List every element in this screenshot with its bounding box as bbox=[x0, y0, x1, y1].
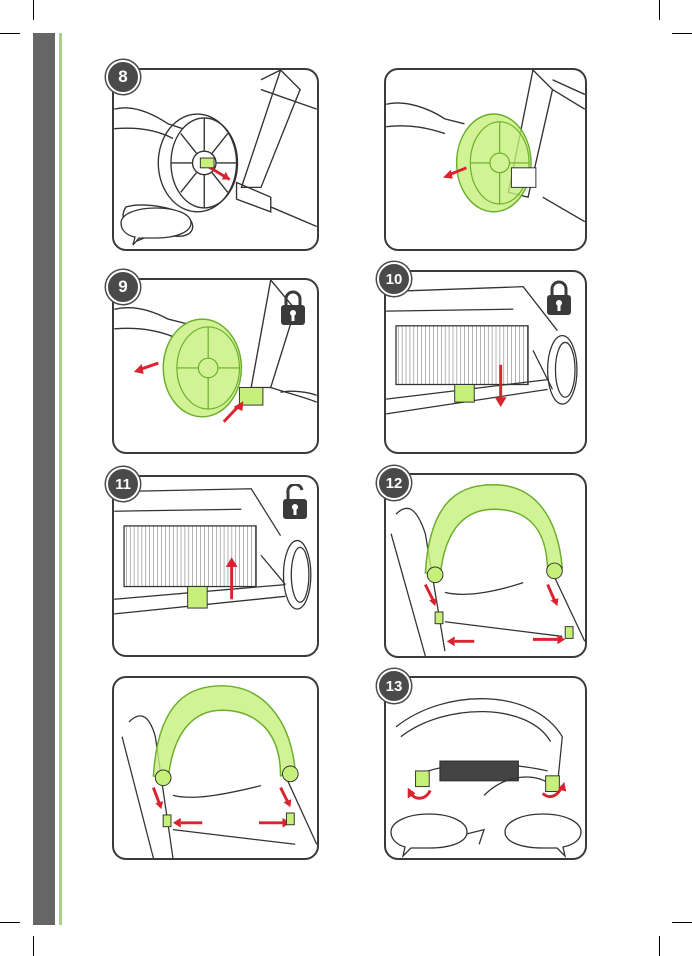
crop-mark bbox=[0, 33, 20, 34]
crop-mark bbox=[672, 33, 692, 34]
step-12b-illustration bbox=[112, 676, 319, 860]
speech-bubble-icon bbox=[389, 812, 469, 858]
speech-bubble-icon bbox=[503, 812, 583, 858]
crop-mark bbox=[33, 0, 34, 20]
step-badge-9: 9 bbox=[106, 270, 140, 304]
step-12-illustration bbox=[384, 473, 587, 658]
step-badge-12: 12 bbox=[377, 466, 411, 500]
step-badge-8: 8 bbox=[106, 60, 140, 94]
step-badge-13: 13 bbox=[377, 669, 411, 703]
speech-bubble-icon bbox=[119, 206, 193, 246]
accent-line bbox=[59, 33, 62, 925]
section-sidebar bbox=[33, 33, 55, 925]
crop-mark bbox=[659, 936, 660, 956]
step-8b-illustration bbox=[384, 68, 587, 251]
crop-mark bbox=[33, 936, 34, 956]
lock-closed-icon bbox=[546, 280, 572, 316]
step-badge-10: 10 bbox=[377, 262, 411, 296]
crop-mark bbox=[672, 922, 692, 923]
lock-open-icon bbox=[282, 484, 308, 520]
crop-mark bbox=[659, 0, 660, 20]
crop-mark bbox=[0, 922, 20, 923]
step-badge-11: 11 bbox=[106, 467, 140, 501]
lock-closed-icon bbox=[280, 290, 306, 326]
